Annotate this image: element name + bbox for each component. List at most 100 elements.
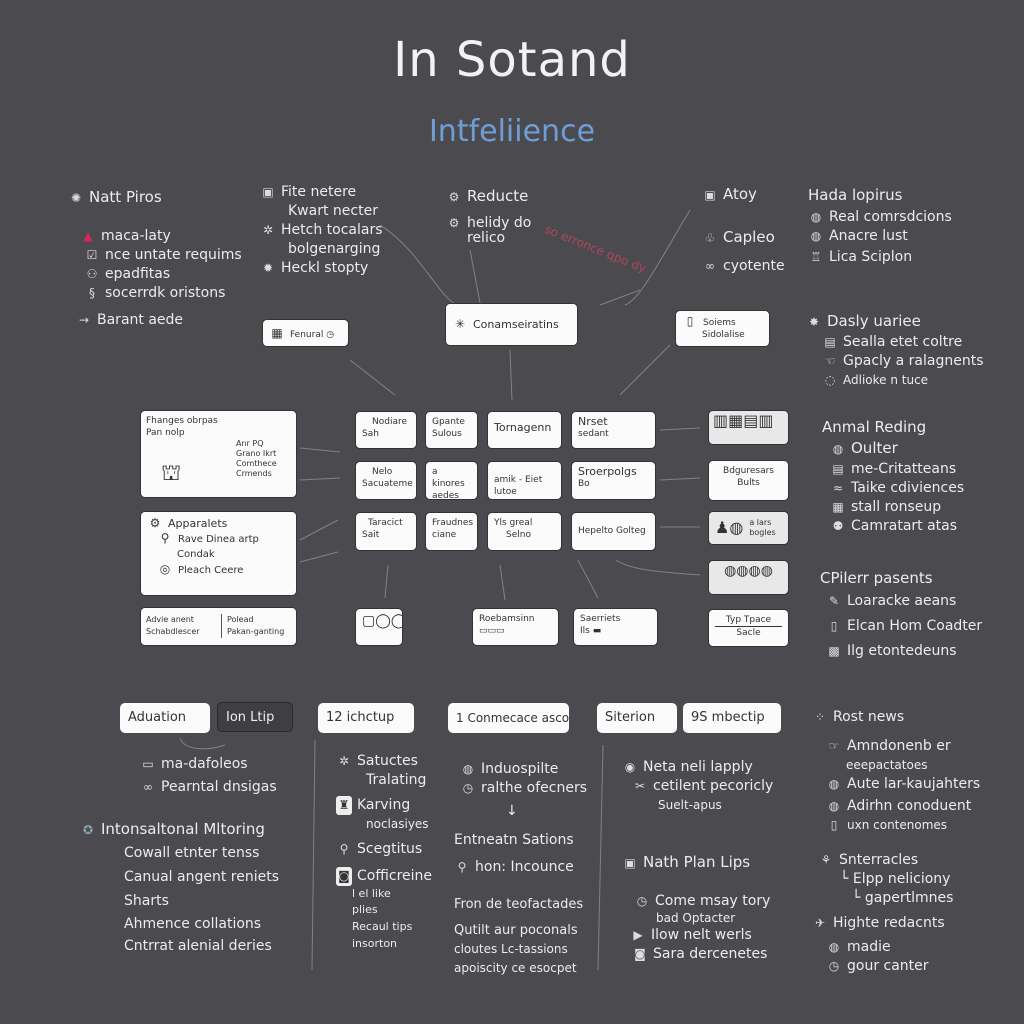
cog-icon: ⚙ xyxy=(448,190,460,204)
group-cpilerr-pasents: CPilerr pasents ✎Loaracke aeans ▯Elcan H… xyxy=(820,567,982,664)
box-label: Pleach Ceere xyxy=(178,565,244,576)
box-label: Ils xyxy=(580,626,590,636)
box-label: Apparalets xyxy=(168,517,228,530)
globe-icon: ◍ xyxy=(832,442,844,456)
cell-label: lutoe xyxy=(494,487,517,497)
list-item: bolgenarging xyxy=(288,241,381,257)
roebamsinn-box[interactable]: Roebamsinn▭▭▭ xyxy=(472,608,559,646)
grid-cell[interactable]: Hepelto Golteg xyxy=(571,512,656,551)
box-label: Sacle xyxy=(736,628,761,638)
apparalets-box[interactable]: ⚙Apparalets ⚲Rave Dinea artp Condak ◎Ple… xyxy=(140,511,297,596)
list-item: noclasiyes xyxy=(366,817,429,831)
sparkle-icon: ✺ xyxy=(70,191,82,205)
network-icon: ✲ xyxy=(338,754,350,768)
app-icon: ◙ xyxy=(634,947,646,961)
group-heading: Hada lopirus xyxy=(808,186,903,204)
cell-label: sedant xyxy=(578,429,609,439)
list-item: Tralating xyxy=(366,772,427,788)
warning-icon: ▲ xyxy=(83,229,93,243)
tab-siterion[interactable]: Siterion xyxy=(597,703,677,733)
conamseiratins-box[interactable]: ✳Conamseiratins xyxy=(445,303,578,346)
device-box[interactable]: ▢◯◯ xyxy=(355,608,403,646)
tab-aduation[interactable]: Aduation xyxy=(120,703,210,733)
pin-icon: ⚲ xyxy=(160,531,170,545)
list-item: Elpp neliciony xyxy=(852,871,951,887)
box-label: Comthece xyxy=(236,459,277,468)
list-item: insorton xyxy=(352,937,398,950)
col-conmecace: ◍Induospilte ◷ralthe ofecners ↓ Entneatn… xyxy=(454,760,587,978)
list-item: Hetch tocalars xyxy=(281,222,383,238)
plant-icon: ♧ xyxy=(704,231,716,245)
list-item: Canual angent reniets xyxy=(124,869,280,885)
monitor-icon: ▣ xyxy=(624,856,636,870)
person-icon: ♟◍ xyxy=(715,518,744,537)
search-icon: ⚲ xyxy=(457,860,467,874)
cell-label: Sait xyxy=(362,530,380,540)
group-heading: Dasly uariee xyxy=(827,312,921,330)
cell-label: Selno xyxy=(506,530,531,540)
list-item: ralthe ofecners xyxy=(481,780,587,796)
list-item: Sharts xyxy=(124,893,169,909)
grid-cell[interactable]: Tornagenn xyxy=(487,411,562,449)
list-item: Highte redacnts xyxy=(833,915,945,931)
cell-label: Nelo xyxy=(372,467,393,477)
cell-label: Hepelto Golteg xyxy=(578,526,646,536)
tab-ion-ltip[interactable]: Ion Ltip xyxy=(217,702,293,732)
circle-icon: ◌ xyxy=(824,373,836,387)
list-item: Loaracke aeans xyxy=(847,593,957,609)
cell-label: Sah xyxy=(362,429,379,439)
cell-label: Taracict xyxy=(368,518,403,528)
list-item: eeepactatoes xyxy=(846,758,928,772)
col-international: ✪Intonsaltonal Mltoring Cowall etnter te… xyxy=(80,818,279,957)
list-item: helidy do xyxy=(467,215,532,231)
list-item: cetilent pecoricly xyxy=(653,778,774,794)
list-item: Cntrrat alenial deries xyxy=(124,938,272,954)
card-icon: ▦ xyxy=(271,326,283,340)
box-label: Sidolalise xyxy=(702,330,745,340)
list-item: Heckl stopty xyxy=(281,260,369,276)
calendar-icon: ▤ xyxy=(832,462,844,476)
tab-mbectip[interactable]: 9S mbectip xyxy=(683,703,781,733)
cell-label: Bo xyxy=(578,479,590,489)
list-item: Cowall etnter tenss xyxy=(124,845,260,861)
list-item: Karving xyxy=(357,797,411,813)
list-item: Real comrsdcions xyxy=(829,209,952,225)
badge-icon: ▣ xyxy=(262,185,274,199)
arrow-icon: → xyxy=(78,313,90,327)
list-item: Adirhn conoduent xyxy=(847,798,972,814)
tab-ichctup[interactable]: 12 ichctup xyxy=(318,703,414,733)
fenural-box[interactable]: ▦Fenural ◷ xyxy=(262,319,349,347)
list-item: bad Optacter xyxy=(656,911,736,925)
page-title: In Sotand xyxy=(393,32,631,88)
tab-conmecace[interactable]: 1 Conmecace asco xyxy=(448,703,569,733)
list-item: gour canter xyxy=(847,958,929,974)
list-item: Amndonenb er xyxy=(847,738,951,754)
gear-icon: ✲ xyxy=(262,223,274,237)
list-item: Reducte xyxy=(467,187,529,205)
briefcase-icon: ▤ xyxy=(824,335,836,349)
cell-label: Sacuateme xyxy=(362,479,413,489)
list-item: l el like xyxy=(352,887,391,900)
list-item: Nath Plan Lips xyxy=(643,853,751,871)
list-item: Elcan Hom Coadter xyxy=(847,618,983,634)
box-label: Condak xyxy=(177,549,215,560)
list-item: Fron de teofactades xyxy=(454,897,584,912)
avatars-image: ◍◍◍◍ xyxy=(708,560,789,595)
group-anmal-reding: Anmal Reding ◍Oulter ▤me-Critatteans ≈Ta… xyxy=(822,416,964,536)
